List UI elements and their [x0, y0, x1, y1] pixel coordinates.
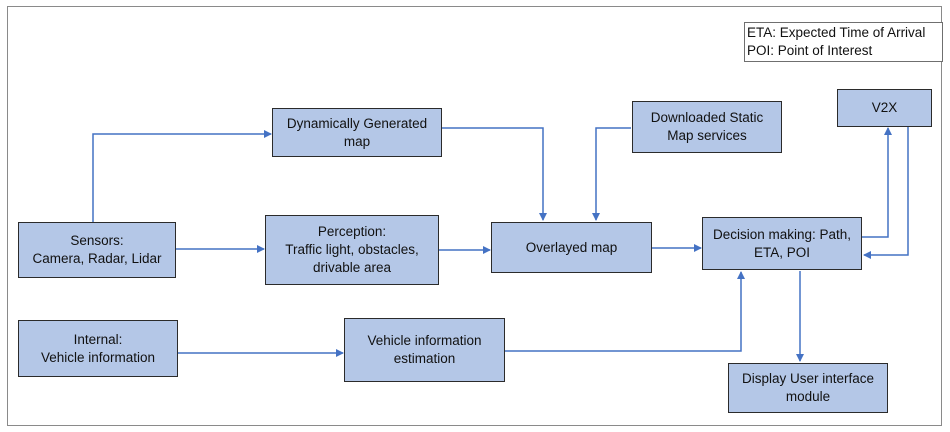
arrow-sensors-to-dynamic-map	[92, 130, 272, 222]
legend-eta: ETA: Expected Time of Arrival	[747, 25, 926, 40]
internal-box: Internal: Vehicle information	[18, 320, 178, 377]
display-ui-box: Display User interface module	[728, 363, 888, 413]
dynamic-map-box: Dynamically Generated map	[272, 108, 442, 157]
overlayed-map-box: Overlayed map	[491, 222, 652, 273]
legend-poi: POI: Point of Interest	[747, 43, 873, 58]
vehicle-estimation-box: Vehicle information estimation	[344, 318, 505, 382]
arrow-decision-to-v2x	[862, 127, 892, 238]
decision-making-box: Decision making: Path, ETA, POI	[702, 217, 862, 270]
arrow-estimation-to-decision	[505, 271, 745, 352]
arrow-downloaded-map-to-overlayed-map	[592, 127, 631, 221]
arrow-dynamic-map-to-overlayed-map	[442, 127, 547, 221]
sensors-box: Sensors: Camera, Radar, Lidar	[18, 222, 176, 278]
downloaded-map-box: Downloaded Static Map services	[632, 101, 782, 153]
v2x-box: V2X	[837, 89, 932, 127]
perception-box: Perception: Traffic light, obstacles, dr…	[265, 215, 439, 285]
diagram-frame	[7, 6, 942, 426]
legend-box: ETA: Expected Time of Arrival POI: Point…	[744, 22, 943, 62]
arrow-v2x-to-decision	[863, 127, 909, 259]
